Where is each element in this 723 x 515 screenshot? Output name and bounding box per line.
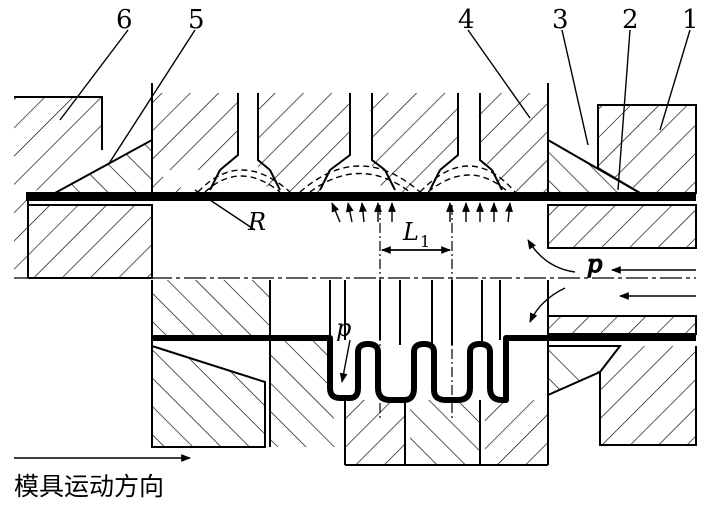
- part-number-2: 2: [622, 5, 639, 35]
- motion-direction-caption: 模具运动方向: [14, 472, 164, 501]
- pitch-subscript: 1: [420, 232, 430, 251]
- radius-label: R: [247, 208, 266, 236]
- radius-leader: R: [194, 189, 266, 236]
- part-4-die-segments-upper: [151, 83, 549, 193]
- pressure-leader-bulge: p: [336, 314, 351, 383]
- pressure-label-bulge: p: [336, 314, 351, 342]
- part-number-4: 4: [458, 5, 475, 35]
- tube-wall-lower-bellows: [152, 335, 696, 403]
- motion-direction: 模具运动方向: [14, 454, 191, 501]
- part-number-1: 1: [682, 5, 699, 35]
- part-number-5: 5: [188, 5, 205, 35]
- part-number-6: 6: [116, 5, 133, 35]
- tube-wall-upper: [26, 192, 696, 201]
- part-numbers: 6 5 4 3 2 1: [116, 5, 699, 35]
- lower-right-holder: [547, 315, 697, 446]
- pitch-label: L: [402, 218, 419, 246]
- part-leaders: [59, 29, 691, 191]
- pressure-arrows-upper: [331, 202, 513, 223]
- lower-die-left: [151, 280, 271, 448]
- part-2-holder: [547, 204, 697, 249]
- bulge-arcs-dashed: [197, 165, 516, 193]
- pressure-label-right: p: [587, 250, 602, 278]
- lower-die-segments: [270, 280, 549, 466]
- pressure-inlet-arrows: p: [527, 239, 696, 323]
- part-number-3: 3: [552, 5, 569, 35]
- pitch-dimension: L 1: [379, 205, 453, 420]
